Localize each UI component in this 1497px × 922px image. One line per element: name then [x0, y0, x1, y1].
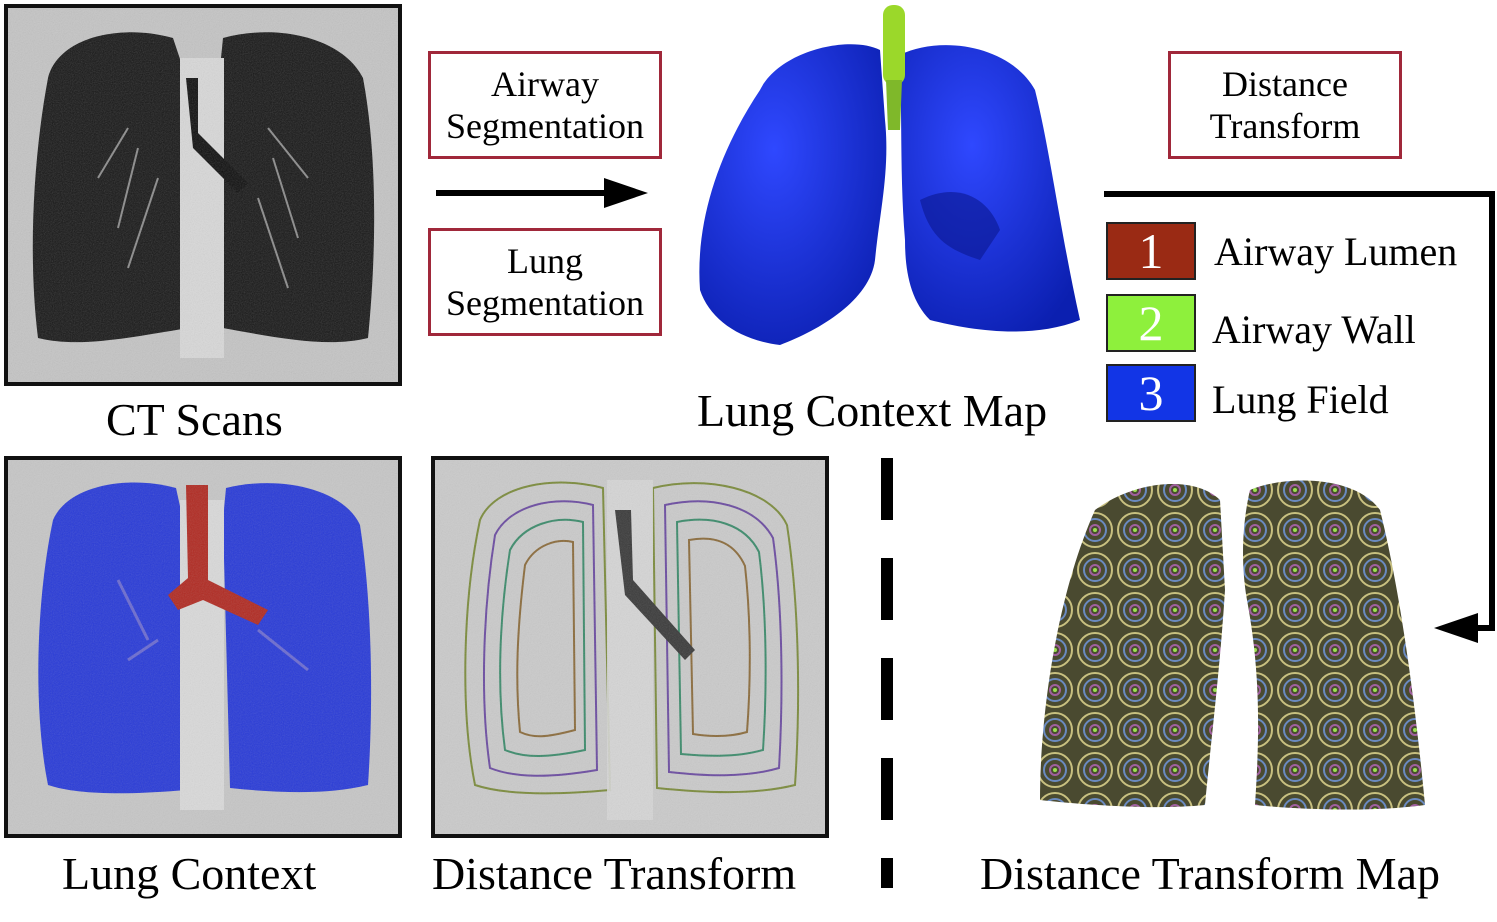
distance-transform-line2: Transform: [1209, 106, 1361, 146]
legend-number-3: 3: [1138, 364, 1164, 421]
distance-transform-box: Distance Transform: [1168, 51, 1402, 159]
distance-transform-map-render: [1040, 480, 1425, 810]
lung-context-caption: Lung Context: [62, 848, 317, 899]
lung-segmentation-line1: Lung: [507, 240, 583, 281]
legend-number-2: 2: [1138, 294, 1164, 351]
distance-transform-image: [431, 456, 829, 838]
legend-label-airway-lumen: Airway Lumen: [1214, 228, 1458, 274]
lung-context-map-render: [699, 5, 1080, 346]
right-arrow: [436, 178, 648, 208]
legend-swatch-1: 1: [1106, 222, 1196, 280]
ct-scan-image: [4, 4, 402, 386]
legend-number-1: 1: [1138, 223, 1164, 279]
lung-segmentation-line2: Segmentation: [446, 283, 644, 323]
legend-row-lung-field: 3 Lung Field: [1106, 362, 1389, 423]
legend-label-airway-wall: Airway Wall: [1212, 307, 1416, 352]
airway-segmentation-line1: Airway: [491, 63, 599, 104]
distance-transform-caption: Distance Transform: [432, 848, 797, 899]
distance-transform-line1: Distance: [1222, 63, 1348, 104]
legend-swatch-2: 2: [1106, 293, 1196, 352]
lung-segmentation-box: Lung Segmentation: [428, 228, 662, 336]
legend-row-airway-wall: 2 Airway Wall: [1106, 292, 1416, 353]
legend-label-lung-field: Lung Field: [1212, 377, 1389, 422]
distance-transform-map-caption: Distance Transform Map: [980, 848, 1440, 899]
bent-arrow: [1104, 191, 1495, 643]
legend-swatch-3: 3: [1106, 363, 1196, 422]
lung-context-map-caption: Lung Context Map: [697, 385, 1048, 436]
airway-segmentation-line2: Segmentation: [446, 106, 644, 146]
legend-row-airway-lumen: 1 Airway Lumen: [1106, 222, 1457, 280]
dashed-separator: [881, 458, 893, 888]
lung-context-image: [4, 456, 402, 838]
airway-segmentation-box: Airway Segmentation: [428, 51, 662, 159]
ct-scans-caption: CT Scans: [106, 394, 283, 445]
